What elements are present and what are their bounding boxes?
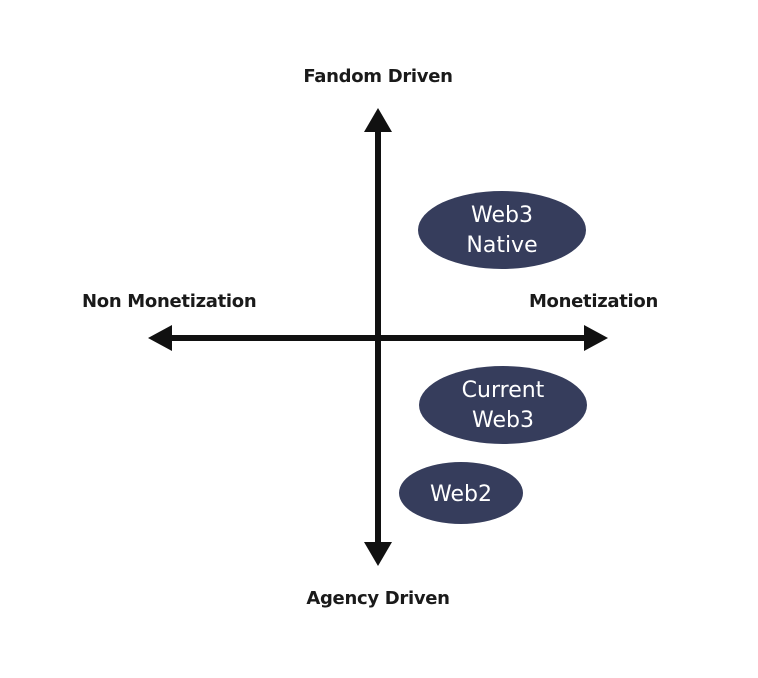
arrow-left-icon: [148, 325, 172, 351]
bubble-web3-native-line-2: Native: [466, 233, 537, 258]
axis-label-bottom: Agency Driven: [306, 588, 450, 609]
bubble-web2: Web2: [399, 462, 523, 524]
arrow-right-icon: [584, 325, 608, 351]
bubble-web3-native: Web3 Native: [418, 191, 586, 269]
arrow-down-icon: [364, 542, 392, 566]
bubble-current-web3-line-2: Web3: [472, 408, 534, 433]
bubble-current-web3: Current Web3: [419, 366, 587, 444]
bubble-web3-native-line-1: Web3: [471, 203, 533, 228]
axis-label-right: Monetization: [528, 291, 658, 312]
bubble-current-web3-line-1: Current: [462, 378, 545, 403]
axis-label-left: Non Monetization: [82, 291, 257, 312]
bubble-web2-line-1: Web2: [430, 482, 492, 507]
arrow-up-icon: [364, 108, 392, 132]
axis-label-top: Fandom Driven: [303, 66, 453, 87]
